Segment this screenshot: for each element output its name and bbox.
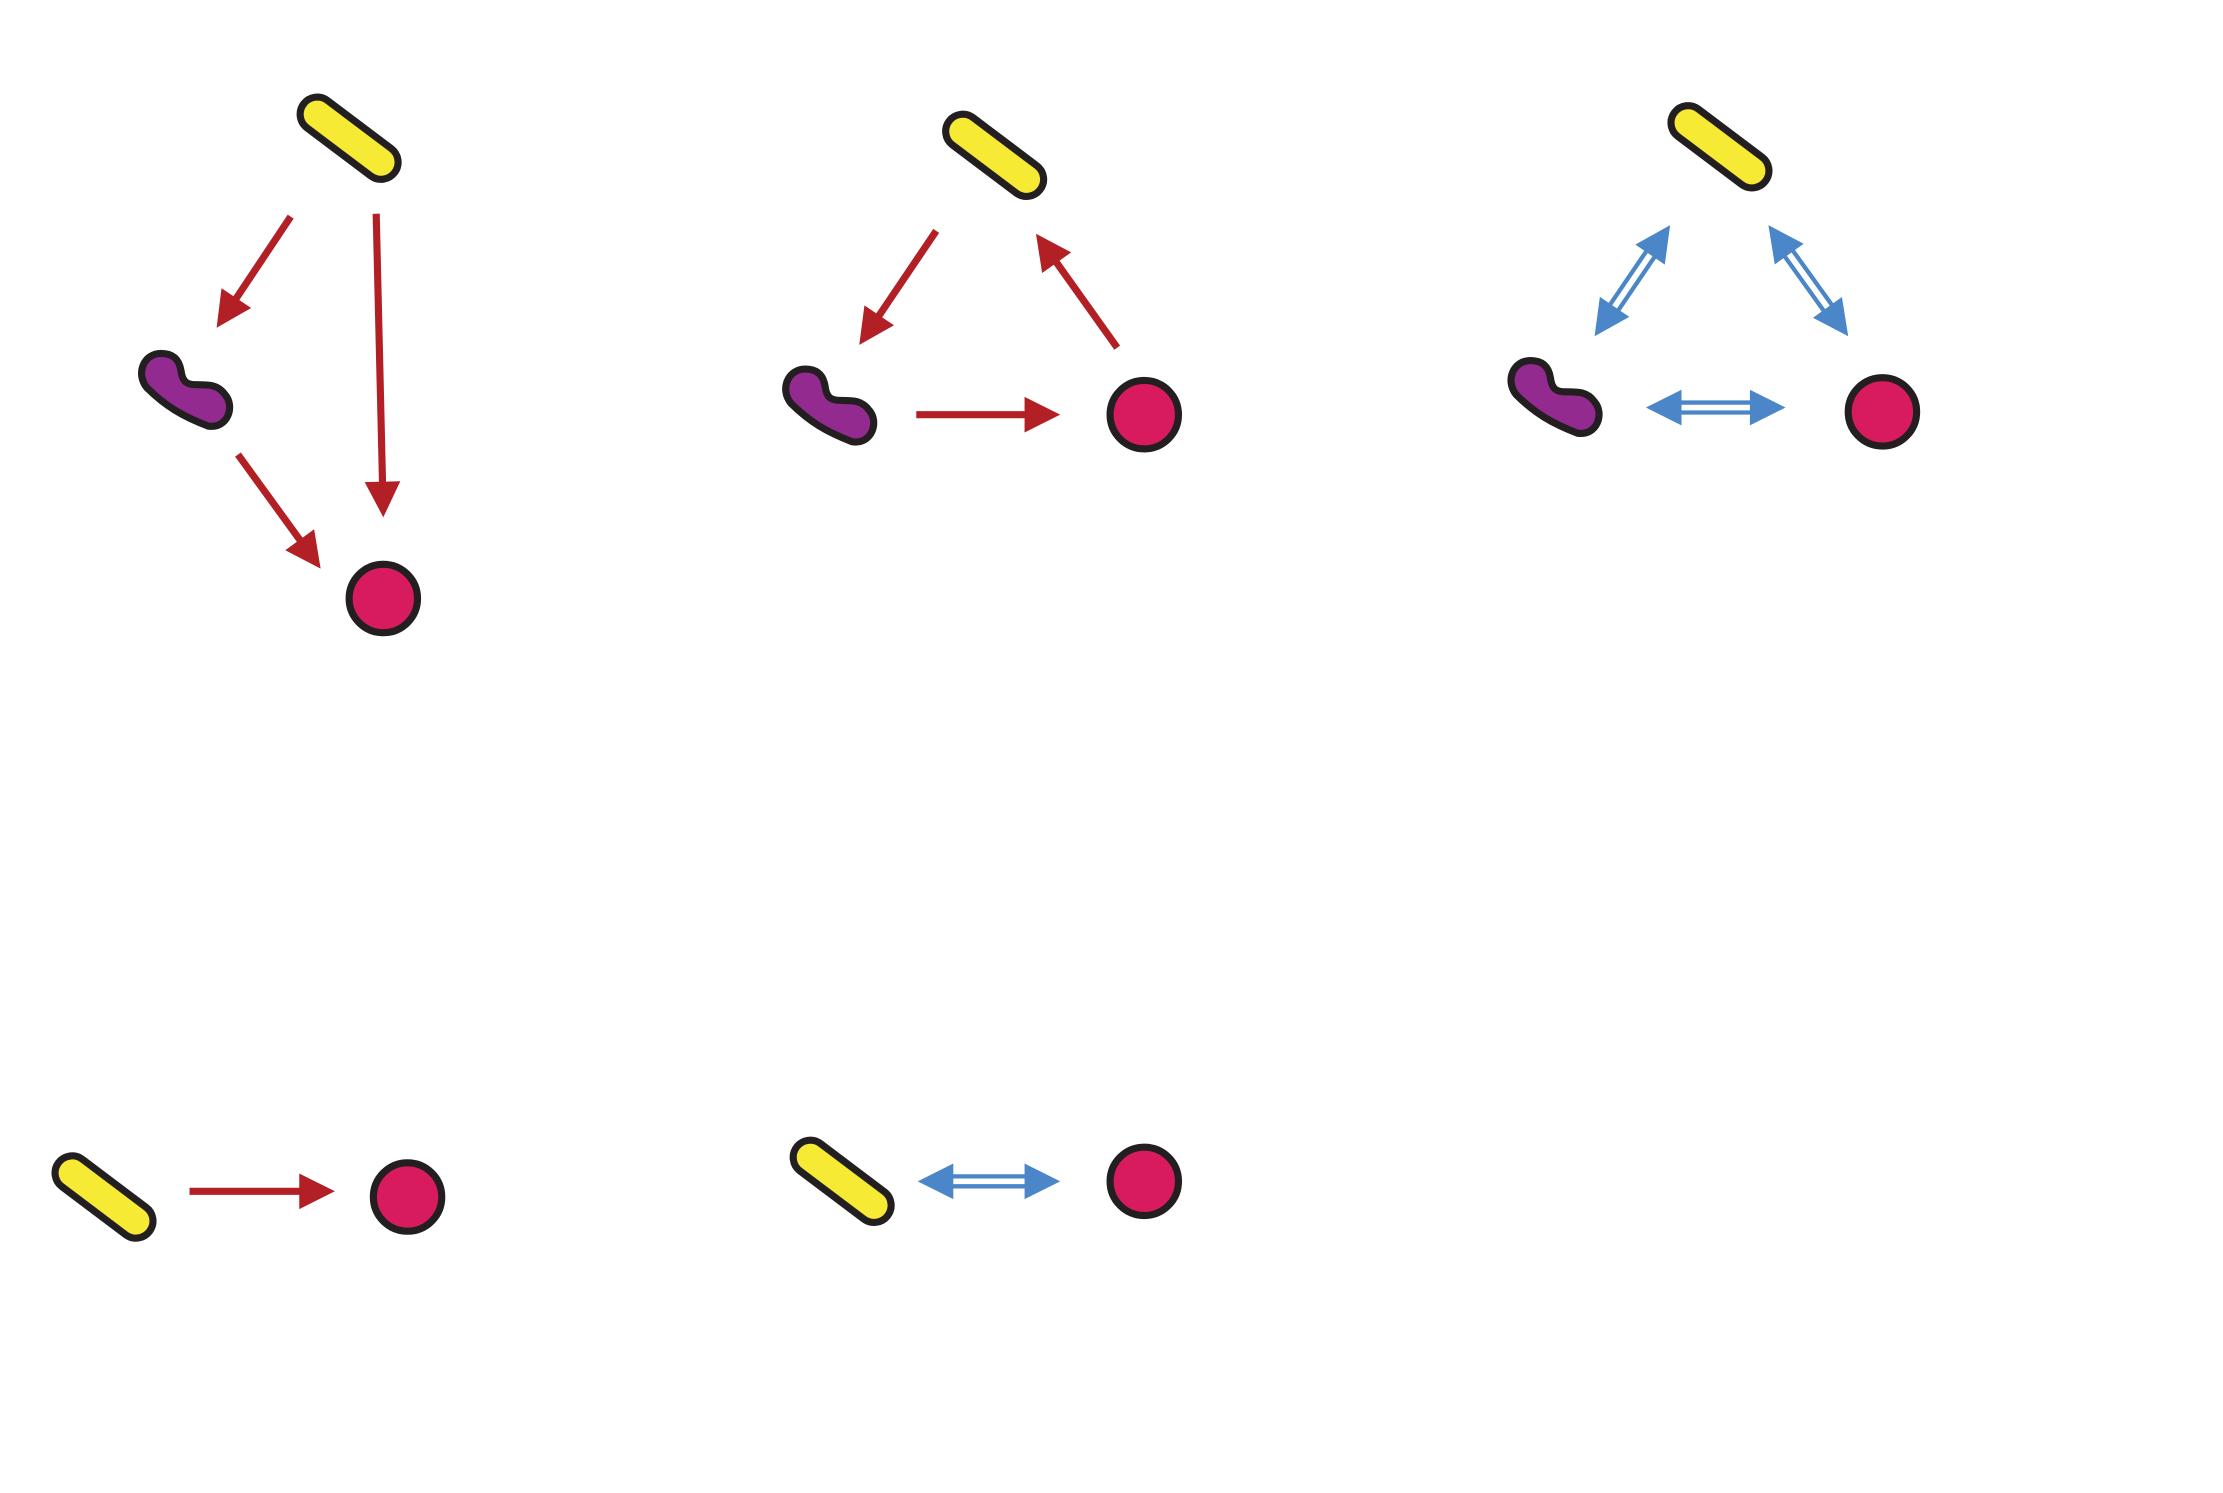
one-way-arrow — [364, 213, 401, 518]
arrowhead — [1035, 233, 1072, 274]
rod-shape — [1667, 102, 1773, 192]
panel-5 — [789, 1136, 1183, 1226]
panel-2 — [782, 110, 1183, 453]
sphere-shape — [1844, 374, 1921, 450]
arrow-shaft — [231, 214, 294, 304]
arrow-shaft — [372, 213, 387, 487]
panel-4 — [51, 1152, 446, 1242]
rod-shape — [789, 1136, 895, 1226]
one-way-arrow — [189, 1173, 335, 1210]
panels-layer — [51, 93, 1921, 1242]
arrow-shaft — [235, 452, 306, 546]
arrowhead — [1635, 225, 1671, 265]
arrowhead — [859, 305, 894, 345]
arrowhead — [1645, 389, 1682, 426]
panel-1 — [138, 93, 422, 637]
curved-rod-shape — [782, 365, 878, 446]
arrowhead — [299, 1173, 335, 1210]
arrowhead — [1024, 396, 1061, 433]
arrowhead — [216, 288, 252, 328]
rod-shape — [942, 110, 1048, 200]
panel-3 — [1507, 102, 1921, 450]
arrowhead — [1594, 296, 1630, 337]
arrowhead — [1812, 296, 1849, 337]
arrow-shaft — [1051, 257, 1121, 350]
arrowhead — [285, 529, 321, 569]
sphere-shape — [1106, 1143, 1183, 1220]
arrowhead — [1768, 225, 1804, 265]
arrowhead — [1024, 1163, 1061, 1200]
arrowhead — [917, 1163, 954, 1200]
arrow-shaft-inner — [1609, 249, 1655, 312]
curved-rod-shape — [1507, 356, 1603, 437]
sphere-shape — [1106, 376, 1183, 453]
one-way-arrow — [1035, 233, 1121, 350]
arrowhead — [364, 481, 401, 518]
one-way-arrow — [235, 452, 321, 569]
one-way-arrow — [916, 396, 1061, 433]
one-way-arrow — [216, 214, 294, 328]
sphere-shape — [369, 1159, 446, 1235]
one-way-arrow — [859, 228, 940, 345]
two-way-arrow — [917, 1163, 1061, 1200]
arrowhead — [1749, 389, 1786, 426]
two-way-arrow — [1768, 225, 1849, 337]
two-way-arrow — [1594, 225, 1671, 337]
two-way-arrow — [1645, 389, 1786, 426]
sphere-shape — [345, 560, 422, 637]
arrow-shaft-inner — [1784, 248, 1833, 313]
rod-shape — [51, 1152, 157, 1242]
curved-rod-shape — [138, 349, 234, 430]
rod-shape — [296, 93, 402, 183]
arrow-shaft — [873, 228, 940, 321]
